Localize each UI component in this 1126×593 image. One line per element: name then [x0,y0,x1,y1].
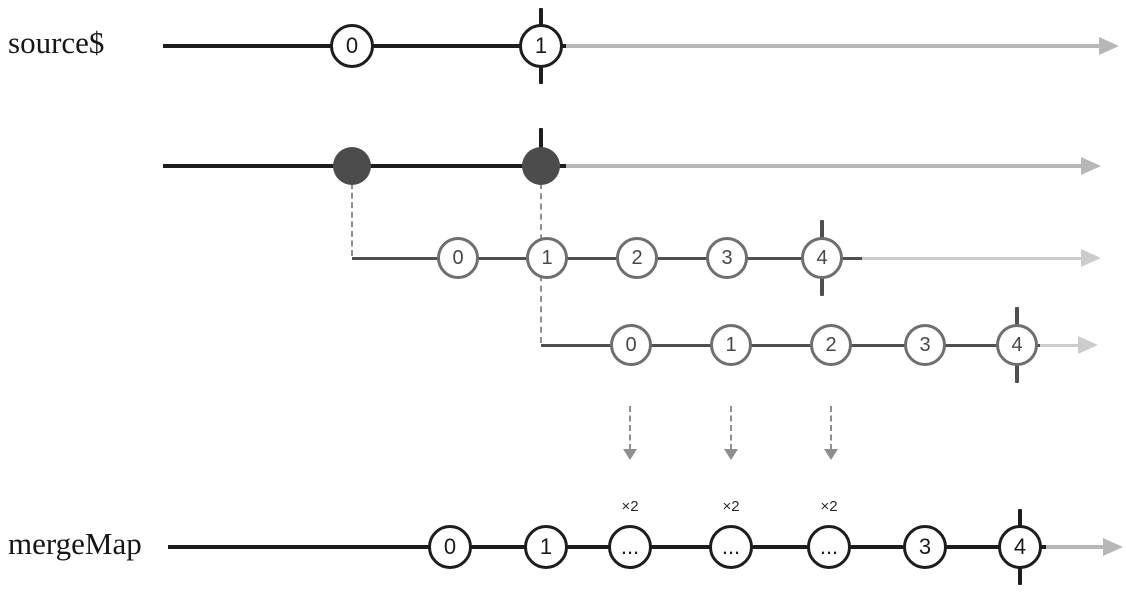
timeline-mergeMap-output-line [168,545,1046,549]
marble: 3 [904,324,946,366]
timeline-mergeMap-output-line-fade [1046,545,1104,549]
marble: ... [709,525,753,569]
marble: 0 [330,24,374,68]
marble: 1 [710,324,752,366]
marble: 0 [610,324,652,366]
timeline-inner-observable-2-arrowhead-icon [1078,336,1098,354]
timeline-source-mapped-arrowhead-icon [1081,157,1101,175]
marble: 4 [801,237,843,279]
timeline-inner-observable-1-line [352,256,862,260]
timeline-label-mergeMap-output: mergeMap [8,526,142,561]
marble: ... [807,525,851,569]
marble: 0 [428,525,472,569]
timeline-inner-observable-2-line [541,343,1040,347]
flow-dashed-arrow [830,406,832,450]
marble: ... [608,525,652,569]
timeline-inner-observable-1-arrowhead-icon [1081,249,1101,267]
marble: 3 [903,525,947,569]
dashed-connector [351,183,353,256]
marble: 1 [526,237,568,279]
marble: 0 [437,237,479,279]
flow-arrowhead-icon [724,449,738,460]
marble: 1 [519,24,563,68]
timeline-mergeMap-output-arrowhead-icon [1103,538,1123,556]
marble: 4 [996,324,1038,366]
timeline-source-mapped-line-fade [566,164,1082,168]
marble: 2 [616,237,658,279]
timeline-inner-observable-1-line-fade [862,256,1082,260]
flow-dashed-arrow [730,406,732,450]
marble: 4 [998,525,1042,569]
flow-arrowhead-icon [623,449,637,460]
marble: 1 [524,525,568,569]
completion-tick [539,128,543,154]
marble: 3 [706,237,748,279]
timeline-inner-observable-2-line-fade [1040,343,1079,347]
timeline-source-line-fade [566,44,1100,48]
dot-marble [522,147,560,185]
marble-annotation: ×2 [722,498,740,515]
dot-marble [333,147,371,185]
marble-annotation: ×2 [820,498,838,515]
marble: 2 [810,324,852,366]
timeline-label-source: source$ [8,25,105,60]
flow-dashed-arrow [629,406,631,450]
flow-arrowhead-icon [824,449,838,460]
marble-annotation: ×2 [621,498,639,515]
timeline-source-arrowhead-icon [1099,37,1119,55]
